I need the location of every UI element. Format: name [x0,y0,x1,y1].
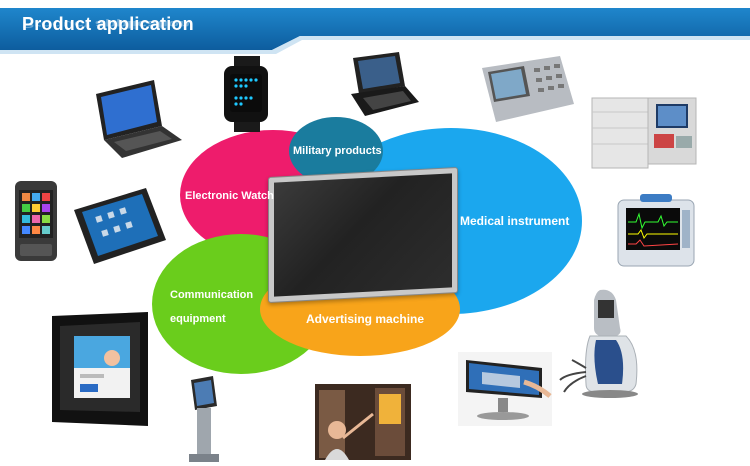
medical-analyzer-icon [590,94,700,170]
center-display [268,167,458,303]
label-military-products: Military products [293,145,382,157]
smartwatch-icon [220,56,272,132]
wall-display-icon [50,312,150,428]
laptop-icon [92,74,184,160]
header-banner: Product application Product application [0,0,750,60]
tablet-icon [72,186,168,266]
patient-monitor-icon [614,192,700,272]
label-medical-instrument: Medical instrument [460,214,570,228]
label-equipment: equipment [170,313,226,325]
elevator-display-icon [315,384,411,460]
spectrum-analyzer-icon [478,54,578,126]
smartphone-icon [14,180,58,262]
label-electronic-watch: Electronic Watch [185,190,274,202]
banner-shape [0,8,750,54]
label-advertising-machine: Advertising machine [306,312,425,326]
rugged-laptop-icon [345,50,421,120]
beauty-device-icon [556,288,650,400]
page-title: Product application [22,14,194,34]
kiosk-icon [183,376,223,464]
center-display-screen [274,173,452,297]
label-communication: Communication [170,289,254,301]
touch-monitor-icon [458,352,552,426]
